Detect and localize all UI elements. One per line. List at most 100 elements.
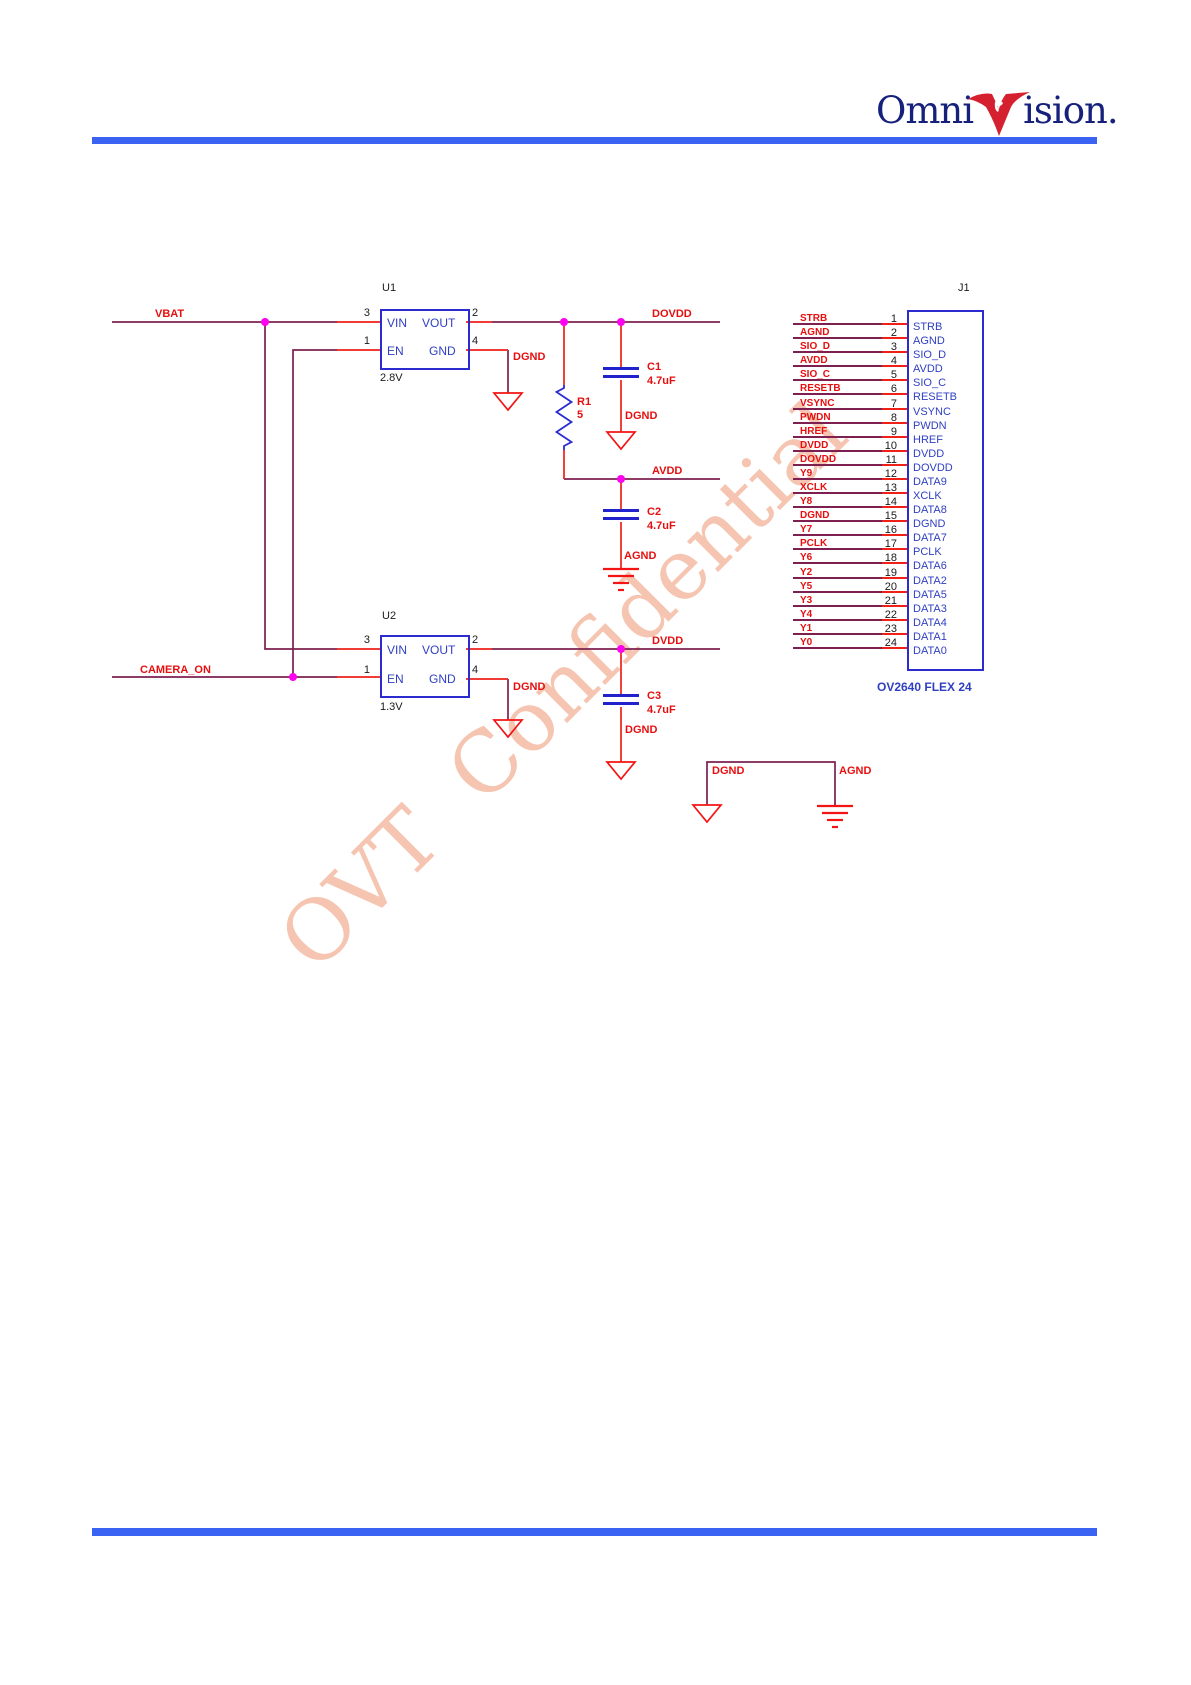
- j1-pin-number: 19: [884, 567, 897, 579]
- logo-text-right: ision.: [1023, 89, 1119, 132]
- c3-value: 4.7uF: [647, 704, 676, 716]
- j1-pin-name: DATA2: [913, 575, 947, 587]
- j1-pin-number: 1: [890, 313, 897, 325]
- u1-pin-vout-label: VOUT: [422, 316, 456, 330]
- j1-net-label: Y3: [800, 595, 813, 606]
- u1-dgnd-label: DGND: [513, 351, 546, 363]
- u1-pin4-number: 4: [472, 335, 479, 347]
- j1-pin-number: 22: [884, 609, 897, 621]
- u1-value: 2.8V: [380, 372, 403, 384]
- j1-pin-wire: [793, 562, 907, 564]
- r1-refdes: R1: [577, 396, 592, 408]
- j1-pin-wire: [793, 647, 907, 649]
- j1-pin-wire: [793, 450, 907, 452]
- j1-pin-number: 16: [884, 524, 897, 536]
- net-label-dovdd: DOVDD: [652, 308, 692, 320]
- j1-pin-name: DATA9: [913, 476, 947, 488]
- j1-net-label: RESETB: [800, 383, 841, 394]
- c1-value: 4.7uF: [647, 375, 676, 387]
- net-label-avdd: AVDD: [652, 465, 683, 477]
- net-label-dvdd: DVDD: [652, 635, 684, 647]
- j1-pin-wire: [793, 591, 907, 593]
- j1-pin-number: 23: [884, 623, 897, 635]
- j1-pin-wire: [793, 408, 907, 410]
- j1-net-label: AVDD: [800, 355, 828, 366]
- j1-pin-name: DATA8: [913, 504, 947, 516]
- j1-net-label: SIO_D: [800, 341, 831, 352]
- j1-pin-wire: [793, 534, 907, 536]
- u2-pin1-number: 1: [363, 664, 370, 676]
- j1-pin-number: 11: [885, 454, 897, 466]
- u2-pin2-number: 2: [472, 634, 479, 646]
- j1-pin-wire: [793, 492, 907, 494]
- j1-pin-name: AVDD: [913, 363, 943, 375]
- j1-pin-number: 24: [884, 637, 897, 649]
- j1-pin-wire: [793, 379, 907, 381]
- j1-pin-wire: [793, 436, 907, 438]
- confidential-watermark: OVT Confidential: [260, 383, 866, 989]
- j1-footprint-label: OV2640 FLEX 24: [877, 680, 972, 694]
- j1-pin-number: 9: [890, 426, 897, 438]
- j1-pin-name: DATA0: [913, 645, 947, 657]
- j1-pin-wire: [793, 619, 907, 621]
- resistor-symbol: [554, 385, 574, 450]
- j1-net-label: XCLK: [800, 482, 828, 493]
- j1-pin-name: DATA6: [913, 560, 947, 572]
- j1-pin-name: DVDD: [913, 448, 945, 460]
- j1-pin-wire: [793, 422, 907, 424]
- j1-pin-name: DATA1: [913, 631, 947, 643]
- j1-pin-name: DATA4: [913, 617, 947, 629]
- j1-pin-name: XCLK: [913, 490, 942, 502]
- j1-net-label: HREF: [800, 426, 828, 437]
- j1-net-label: STRB: [800, 313, 828, 324]
- u1-pin-en-label: EN: [387, 344, 404, 358]
- j1-pin-name: HREF: [913, 434, 943, 446]
- c3-dgnd-label: DGND: [625, 724, 658, 736]
- j1-pin-name: DATA7: [913, 532, 947, 544]
- logo-v-mark-icon: [968, 92, 1031, 136]
- c1-dgnd-label: DGND: [625, 410, 658, 422]
- u2-regulator-body: [380, 635, 470, 698]
- j1-pin-name: DATA5: [913, 589, 947, 601]
- j1-connector-body: [907, 310, 984, 671]
- j1-pin-wire: [793, 478, 907, 480]
- j1-pin-name: SIO_C: [913, 377, 947, 389]
- j1-net-label: Y8: [800, 496, 813, 507]
- u1-regulator-body: [380, 309, 470, 370]
- u2-value: 1.3V: [380, 701, 403, 713]
- j1-net-label: Y4: [800, 609, 813, 620]
- j1-refdes: J1: [958, 282, 970, 294]
- j1-net-label: Y1: [800, 623, 813, 634]
- u2-dgnd-label: DGND: [513, 681, 546, 693]
- j1-pin-wire: [793, 605, 907, 607]
- j1-pin-name: DGND: [913, 518, 946, 530]
- j1-net-label: Y5: [800, 581, 813, 592]
- c2-agnd-label: AGND: [624, 550, 657, 562]
- u2-pin3-number: 3: [363, 634, 370, 646]
- j1-pin-name: RESETB: [913, 391, 958, 403]
- u2-pin-vin-label: VIN: [387, 643, 408, 657]
- j1-net-label: AGND: [800, 327, 830, 338]
- net-label-vbat: VBAT: [155, 308, 185, 320]
- j1-pin-name: PCLK: [913, 546, 942, 558]
- j1-pin-wire: [793, 548, 907, 550]
- u1-refdes: U1: [382, 282, 397, 294]
- j1-net-label: Y6: [800, 552, 813, 563]
- tie-dgnd-label: DGND: [712, 765, 745, 777]
- j1-net-label: SIO_C: [800, 369, 831, 380]
- j1-pin-wire: [793, 520, 907, 522]
- c1-refdes: C1: [647, 361, 662, 373]
- j1-net-label: Y7: [800, 524, 813, 535]
- u1-pin-vin-label: VIN: [387, 316, 408, 330]
- j1-net-label: DVDD: [800, 440, 829, 451]
- r1-value: 5: [577, 409, 584, 421]
- j1-net-label: Y2: [800, 567, 813, 578]
- u1-pin-gnd-label: GND: [429, 344, 456, 358]
- net-label-camera-on: CAMERA_ON: [140, 664, 211, 676]
- j1-pin-number: 6: [890, 383, 897, 395]
- u2-refdes: U2: [382, 610, 397, 622]
- j1-net-label: VSYNC: [800, 398, 835, 409]
- u2-pin-en-label: EN: [387, 672, 404, 686]
- logo-text-left: Omni: [876, 89, 974, 132]
